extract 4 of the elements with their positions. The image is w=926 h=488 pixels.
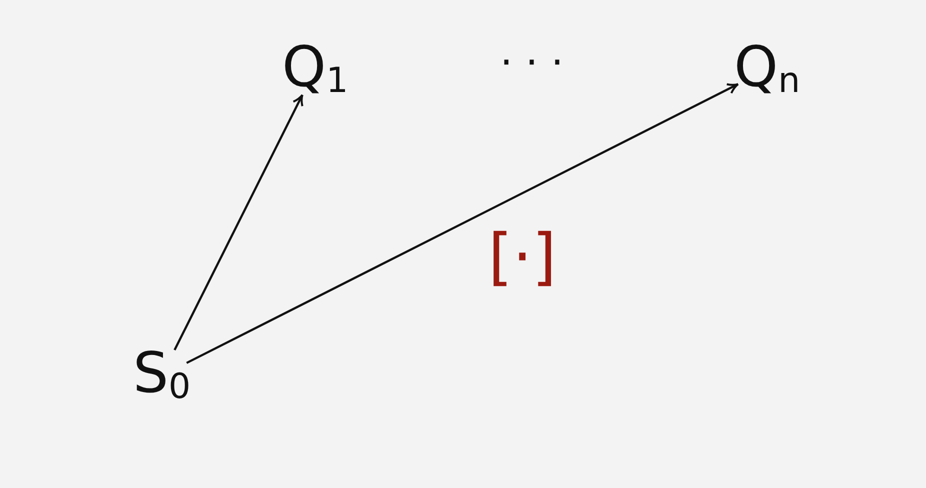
symbol-label: S$_{0}$ bbox=[133, 346, 191, 405]
symbol-label: Q$_{n}$ bbox=[734, 40, 800, 99]
symbol-label: Q$_{1}$ bbox=[282, 40, 348, 99]
ellipsis-label: · · · bbox=[500, 40, 564, 86]
